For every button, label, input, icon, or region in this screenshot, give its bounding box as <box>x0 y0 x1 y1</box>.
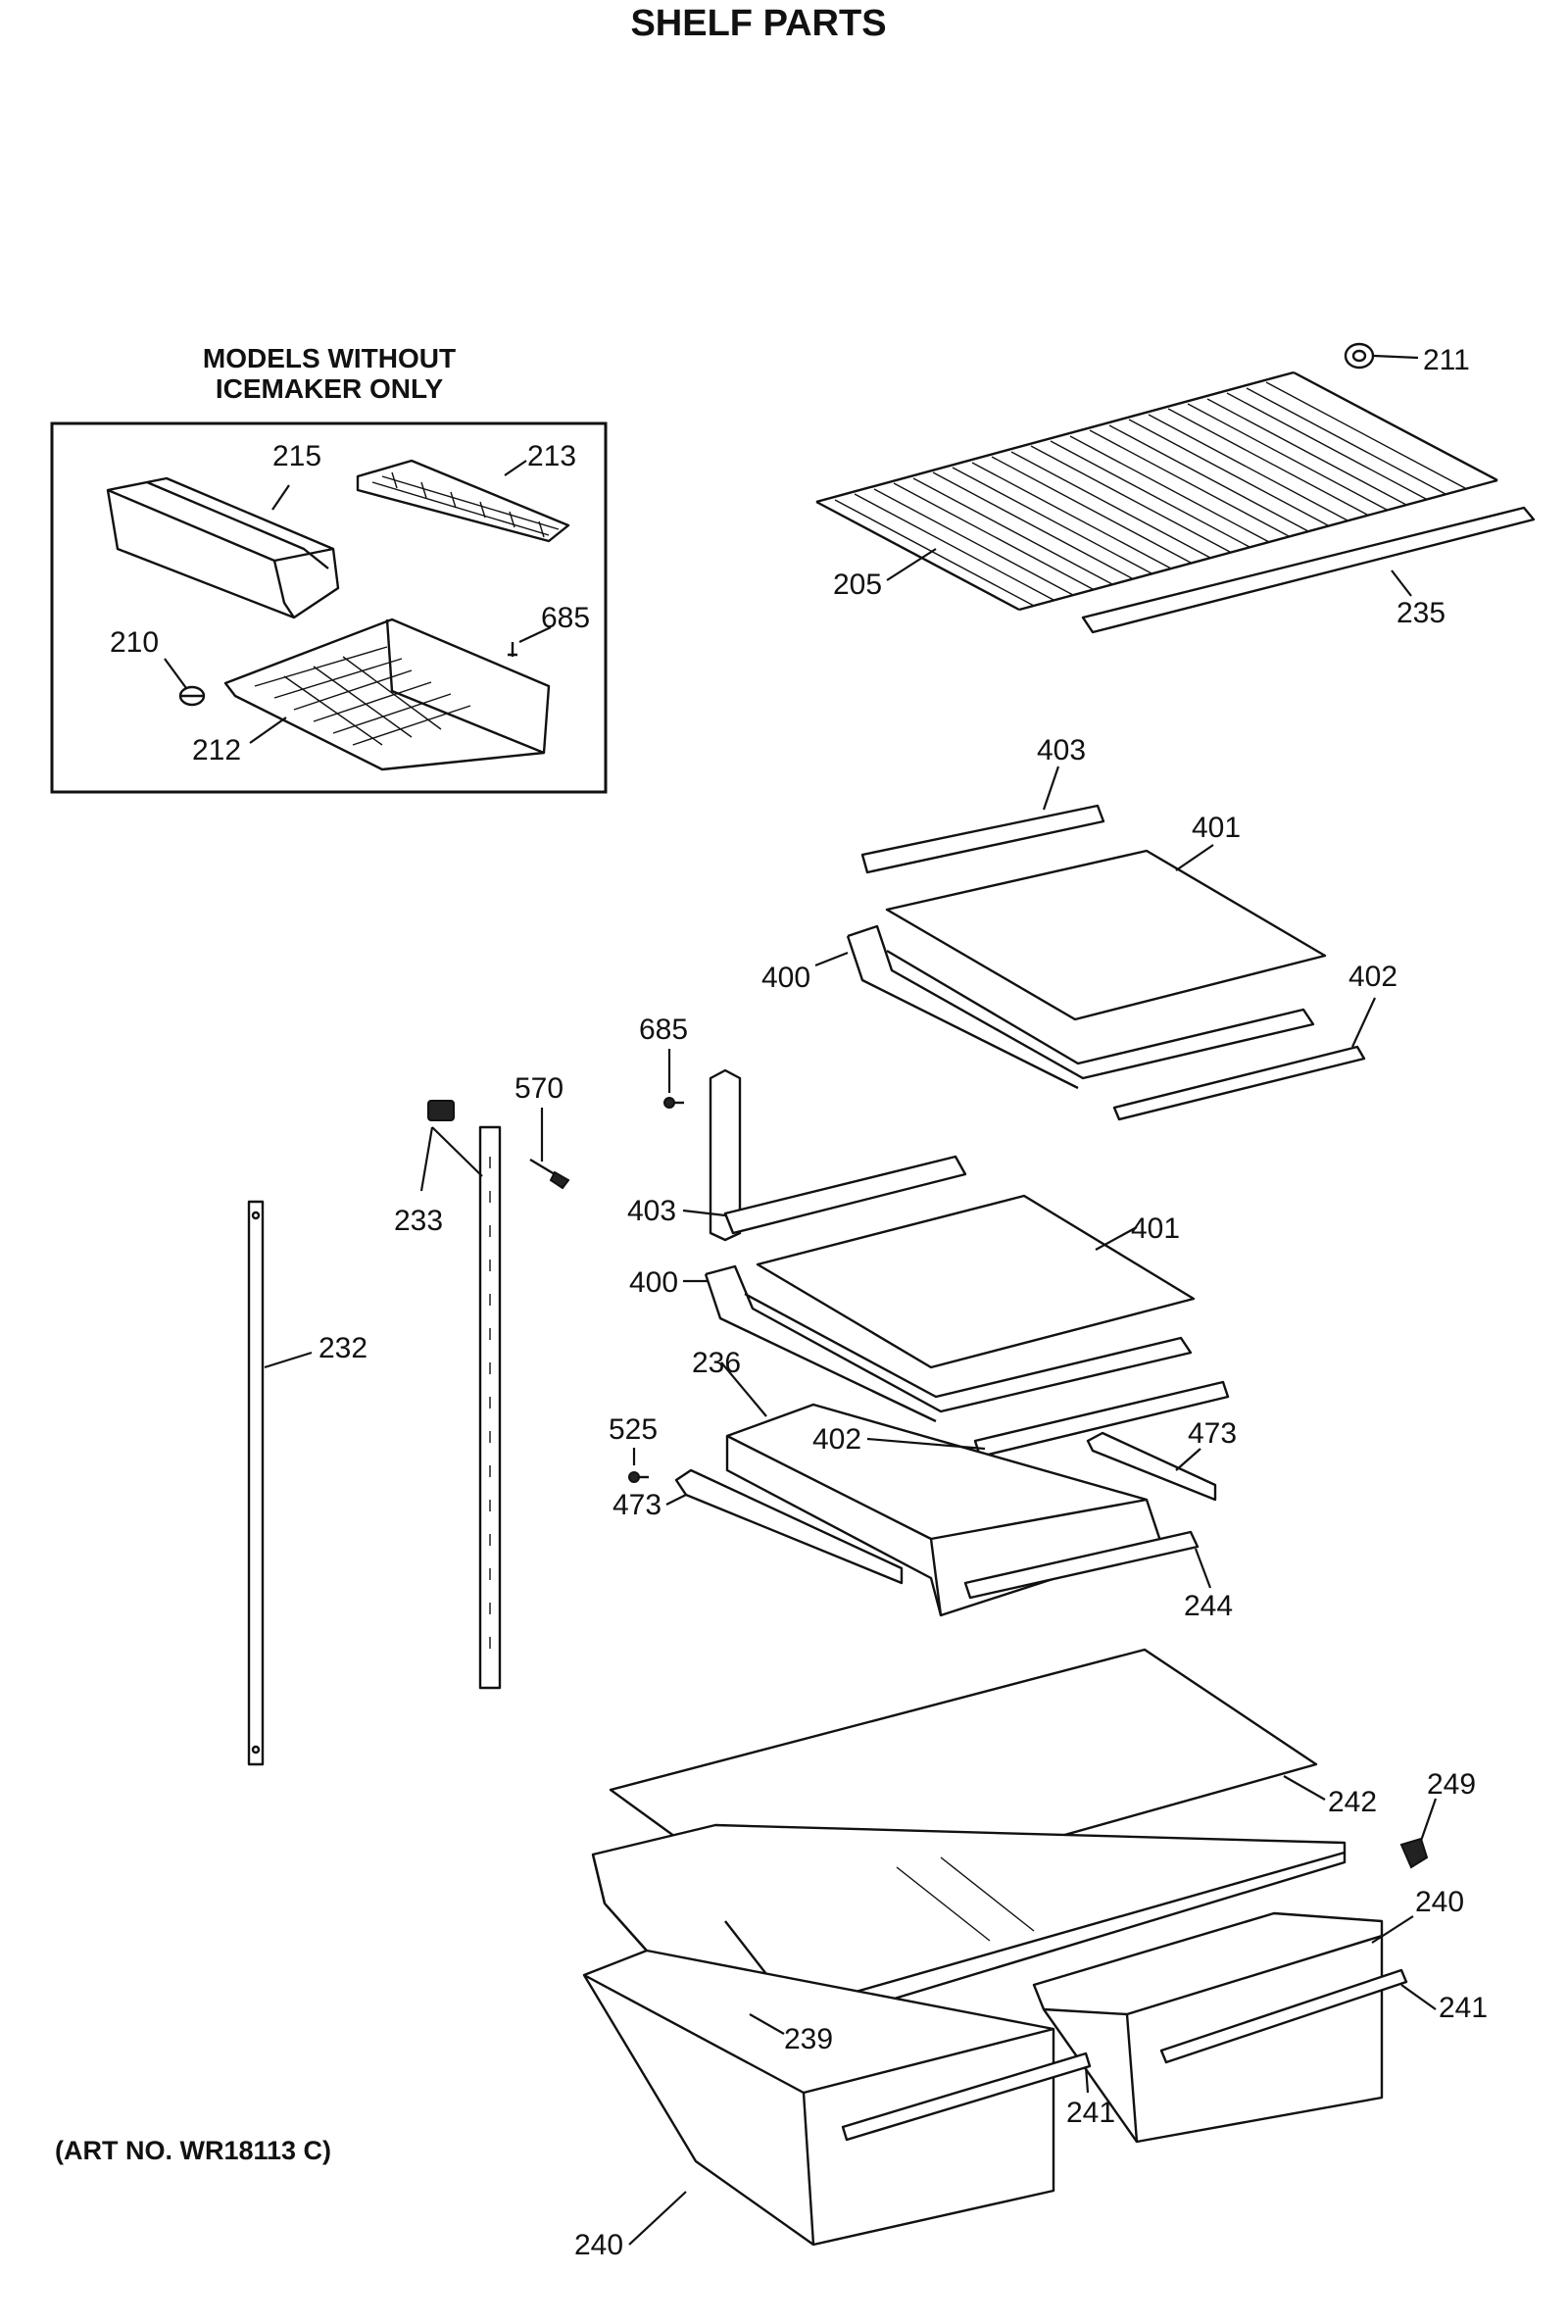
callout-401-upper: 401 <box>1192 812 1241 844</box>
callout-685-a: 685 <box>541 602 590 634</box>
part-685-screw-a <box>508 642 517 657</box>
callout-401-middle: 401 <box>1131 1212 1180 1245</box>
callout-213: 213 <box>527 440 576 472</box>
part-402-front-trim-upper <box>1112 1045 1366 1121</box>
box-title-line1: MODELS WITHOUT <box>203 343 456 373</box>
part-473-right-rail <box>1086 1431 1217 1502</box>
callout-233: 233 <box>394 1205 443 1237</box>
part-403-rear-trim-upper <box>860 804 1105 874</box>
part-233-end-cap <box>427 1100 455 1121</box>
part-213-ice-tray <box>356 459 570 543</box>
callout-473-right: 473 <box>1188 1417 1237 1450</box>
part-473-left-rail <box>674 1468 904 1585</box>
part-403-rear-trim-middle <box>723 1155 967 1235</box>
part-211-cap <box>1344 342 1375 370</box>
callout-212: 212 <box>192 734 241 766</box>
callout-240-right: 240 <box>1415 1886 1464 1918</box>
part-685-screw-b <box>663 1097 684 1109</box>
part-232-rail <box>247 1200 265 1766</box>
part-401-glass-middle <box>756 1194 1196 1369</box>
part-525-screw <box>628 1471 649 1483</box>
callout-210: 210 <box>110 626 159 659</box>
leader-lines <box>164 354 1438 2246</box>
part-400-frame-upper <box>846 924 1315 1090</box>
part-240-drawer-right <box>1032 1911 1384 2144</box>
callout-400-upper: 400 <box>761 962 810 994</box>
callout-235: 235 <box>1396 597 1446 629</box>
callout-473-left: 473 <box>612 1489 662 1521</box>
callout-403-middle: 403 <box>627 1195 676 1227</box>
callout-236: 236 <box>692 1347 741 1379</box>
part-401-glass-upper <box>885 849 1327 1021</box>
part-235-shelf-trim <box>1081 506 1536 634</box>
callout-211: 211 <box>1423 344 1470 376</box>
box-frame <box>50 421 608 794</box>
part-212-ice-shelf <box>223 618 551 771</box>
models-without-icemaker-box: MODELS WITHOUT ICEMAKER ONLY <box>50 343 608 794</box>
art-number: (ART NO. WR18113 C) <box>55 2136 331 2165</box>
callout-241-right: 241 <box>1439 1992 1488 2024</box>
callout-239: 239 <box>784 2023 833 2055</box>
callout-249: 249 <box>1427 1768 1476 1801</box>
callout-205: 205 <box>833 569 882 601</box>
callout-400-middle: 400 <box>629 1266 678 1299</box>
part-244-trim <box>963 1530 1200 1600</box>
part-205-wire-shelf <box>815 371 1498 612</box>
callout-685-b: 685 <box>639 1014 688 1046</box>
part-215-ice-bin <box>106 476 340 619</box>
part-249-clip <box>1399 1837 1429 1869</box>
callout-244: 244 <box>1184 1590 1233 1622</box>
callout-402-upper: 402 <box>1348 961 1397 993</box>
callout-403-upper: 403 <box>1037 734 1086 766</box>
upright-bracket <box>709 1068 742 1242</box>
part-241-handle-right <box>1159 1968 1408 2064</box>
callout-215: 215 <box>272 440 321 472</box>
part-240-drawer-left <box>582 1949 1055 2247</box>
callout-570: 570 <box>514 1072 564 1105</box>
part-400-frame-middle <box>704 1264 1193 1423</box>
callout-240-left: 240 <box>574 2229 623 2261</box>
callout-labels: 215 213 685 210 212 211 205 235 403 401 … <box>110 344 1488 2261</box>
callout-525: 525 <box>609 1413 658 1446</box>
part-210-knob <box>178 685 206 707</box>
part-570-screw <box>529 1158 570 1190</box>
callout-402-middle: 402 <box>812 1423 861 1456</box>
part-241-handle-left <box>841 2052 1092 2142</box>
page-title: SHELF PARTS <box>630 3 886 44</box>
box-title-line2: ICEMAKER ONLY <box>216 373 444 404</box>
callout-232: 232 <box>318 1332 368 1364</box>
callout-241-left: 241 <box>1066 2097 1115 2129</box>
callout-242: 242 <box>1328 1786 1377 1818</box>
part-233-ladder <box>478 1125 502 1690</box>
